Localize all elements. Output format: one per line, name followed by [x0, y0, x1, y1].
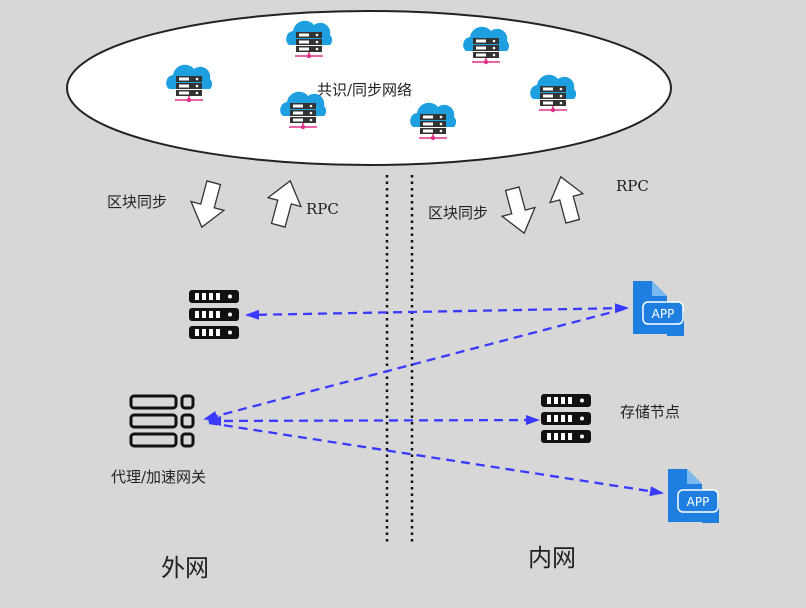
- rpc-label-right: RPC: [616, 177, 649, 195]
- app-icon-text: APP: [652, 307, 675, 321]
- internal-network-label: 内网: [528, 544, 576, 572]
- connection-app-to-external-server: [245, 303, 629, 320]
- external-network-label: 外网: [161, 554, 209, 582]
- rpc-arrow-right: [543, 171, 590, 227]
- storage-node-label: 存储节点: [620, 403, 680, 421]
- block-sync-arrow-left: [184, 177, 231, 233]
- app-icon-text: APP: [687, 495, 710, 509]
- connection-app-to-proxy: [203, 307, 625, 421]
- app-icon: APP: [668, 469, 719, 523]
- storage-node-icon: [541, 394, 591, 443]
- connection-proxy-to-storage: [207, 415, 540, 426]
- rpc-label-left: RPC: [306, 200, 339, 218]
- external-server-icon: [189, 290, 239, 339]
- consensus-network-ellipse: [66, 10, 672, 166]
- block-sync-label-right: 区块同步: [428, 204, 488, 222]
- proxy-gateway-icon: [129, 394, 195, 448]
- app-icon: APP: [633, 281, 684, 336]
- rpc-arrow-left: [261, 175, 308, 231]
- consensus-network-label: 共识/同步网络: [317, 81, 412, 99]
- connection-proxy-to-app: [208, 421, 664, 497]
- block-sync-label-left: 区块同步: [107, 193, 167, 211]
- block-sync-arrow-right: [495, 183, 542, 239]
- proxy-gateway-label: 代理/加速网关: [111, 468, 206, 486]
